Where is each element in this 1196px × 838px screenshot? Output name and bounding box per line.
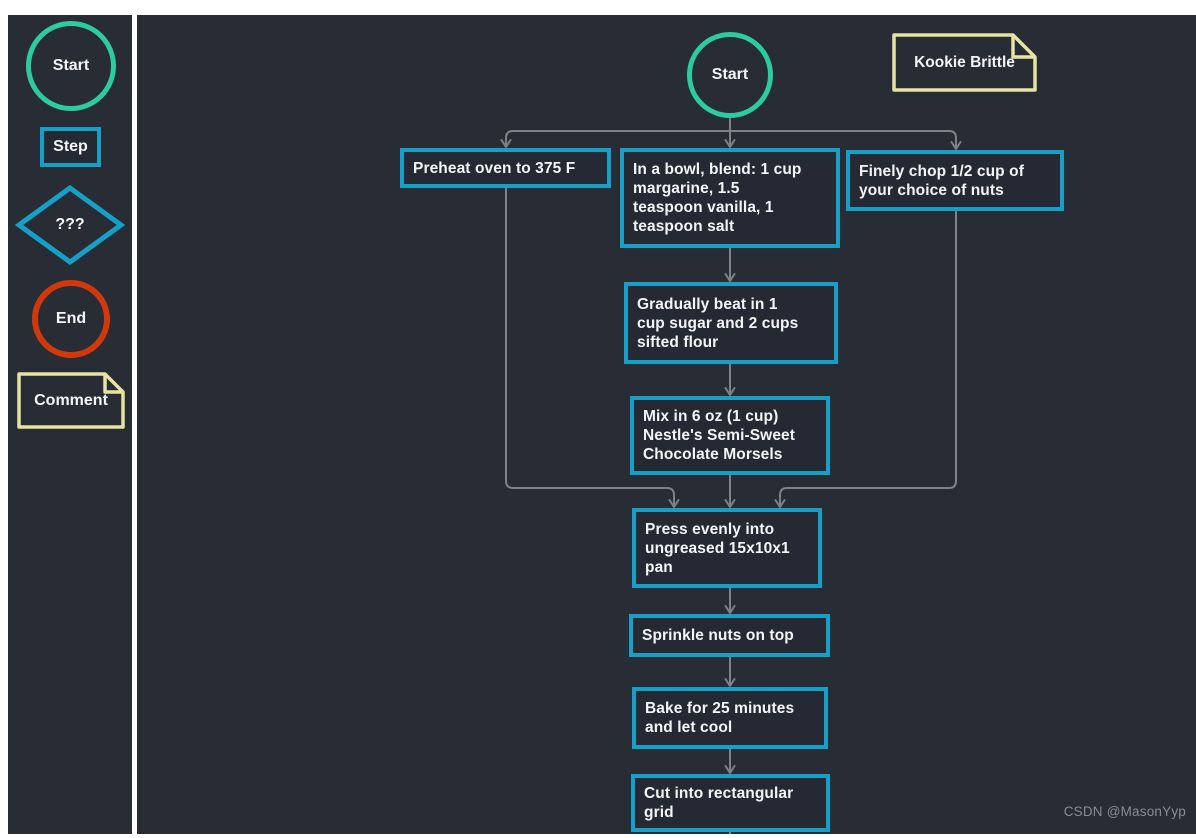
flow-title-note[interactable]: Kookie Brittle <box>892 33 1037 92</box>
diamond-icon <box>14 184 126 266</box>
flow-node-blend[interactable]: In a bowl, blend: 1 cup margarine, 1.5 t… <box>620 148 840 248</box>
flow-node-start-label: Start <box>711 66 749 83</box>
flow-node-press-pan[interactable]: Press evenly into ungreased 15x10x1 pan <box>632 508 822 588</box>
page-margin-left <box>0 0 8 838</box>
legend-decision-label: ??? <box>55 216 85 233</box>
note-icon <box>17 372 125 429</box>
page-margin-bottom <box>0 834 1196 838</box>
flow-title-note-label: Kookie Brittle <box>914 53 1015 71</box>
legend-start-shape[interactable]: Start <box>26 21 116 111</box>
flow-node-preheat[interactable]: Preheat oven to 375 F <box>400 148 611 188</box>
flow-node-beat-in[interactable]: Gradually beat in 1 cup sugar and 2 cups… <box>624 282 838 364</box>
legend-decision-shape[interactable]: ??? <box>14 183 126 267</box>
note-icon <box>892 33 1037 92</box>
flow-node-mix-morsels[interactable]: Mix in 6 oz (1 cup) Nestle's Semi-Sweet … <box>630 396 830 475</box>
flow-node-bake[interactable]: Bake for 25 minutes and let cool <box>632 687 828 749</box>
legend-comment-shape[interactable]: Comment <box>17 372 125 429</box>
legend-comment-label: Comment <box>34 391 108 409</box>
flow-node-start[interactable]: Start <box>687 32 773 118</box>
legend-step-shape[interactable]: Step <box>40 127 101 167</box>
legend-end-label: End <box>55 310 87 327</box>
flow-node-cut[interactable]: Cut into rectangular grid <box>631 774 830 832</box>
panel-divider <box>132 0 137 838</box>
legend-start-label: Start <box>52 57 90 74</box>
watermark: CSDN @MasonYyp <box>1063 804 1186 819</box>
legend-step-label: Step <box>53 138 88 155</box>
page-margin-top <box>0 0 1196 15</box>
flow-node-chop-nuts[interactable]: Finely chop 1/2 cup of your choice of nu… <box>846 150 1064 211</box>
legend-end-shape[interactable]: End <box>32 280 110 358</box>
flow-node-sprinkle[interactable]: Sprinkle nuts on top <box>629 614 830 657</box>
